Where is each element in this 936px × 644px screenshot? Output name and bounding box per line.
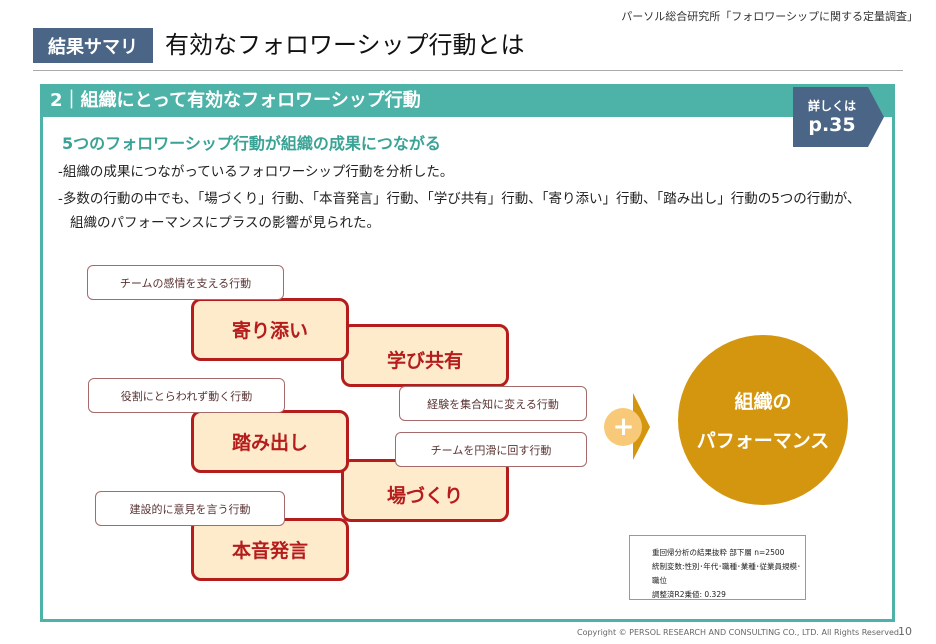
detail-page-badge[interactable]: 詳しくは p.35 xyxy=(793,87,885,147)
note-line: 統制変数:性別･年代･職種･業種･従業員規模･職位 xyxy=(652,562,801,585)
callout-fumidashi: 役割にとらわれず動く行動 xyxy=(88,378,285,413)
copyright: Copyright © PERSOL RESEARCH AND CONSULTI… xyxy=(577,628,902,637)
analysis-note: 重回帰分析の結果抜粋 部下層 n=2500 統制変数:性別･年代･職種･業種･従… xyxy=(629,535,806,600)
divider xyxy=(33,70,903,71)
result-circle: 組織の パフォーマンス xyxy=(678,335,848,505)
page-number: 10 xyxy=(898,625,912,638)
content-panel xyxy=(40,84,895,622)
callout-manabi: 経験を集合知に変える行動 xyxy=(399,386,587,421)
arrow-chevron-icon xyxy=(604,393,650,460)
result-line2: パフォーマンス xyxy=(696,430,830,452)
note-line: 調整済R2乗値: 0.329 xyxy=(652,590,726,599)
callout-yorisoi: チームの感情を支える行動 xyxy=(87,265,284,300)
note-line: 重回帰分析の結果抜粋 部下層 n=2500 xyxy=(652,548,785,557)
panel-heading: 2｜組織にとって有効なフォロワーシップ行動 xyxy=(40,84,895,117)
body-line: -多数の行動の中でも、「場づくり」行動、「本音発言」行動、「学び共有」行動、「寄… xyxy=(58,191,861,207)
section-tag: 結果サマリ xyxy=(33,28,153,63)
behavior-box-honne: 本音発言 xyxy=(191,518,349,581)
badge-label: 詳しくは xyxy=(807,99,856,113)
plus-icon: + xyxy=(612,412,635,442)
behavior-box-yorisoi: 寄り添い xyxy=(191,298,349,361)
source-label: パーソル総合研究所「フォロワーシップに関する定量調査」 xyxy=(621,10,918,23)
page-title: 有効なフォロワーシップ行動とは xyxy=(165,31,525,59)
body-line: 組織のパフォーマンスにプラスの影響が見られた。 xyxy=(70,215,380,231)
badge-page: p.35 xyxy=(808,114,856,136)
result-line1: 組織の xyxy=(734,391,792,413)
callout-honne: 建設的に意見を言う行動 xyxy=(95,491,285,526)
callout-bazukuri: チームを円滑に回す行動 xyxy=(395,432,587,467)
body-line: -組織の成果につながっているフォロワーシップ行動を分析した。 xyxy=(58,164,454,180)
behavior-box-manabi: 学び共有 xyxy=(341,324,509,387)
panel-subtitle: 5つのフォロワーシップ行動が組織の成果につながる xyxy=(62,134,441,153)
behavior-box-bazukuri: 場づくり xyxy=(341,459,509,522)
behavior-box-fumidashi: 踏み出し xyxy=(191,410,349,473)
